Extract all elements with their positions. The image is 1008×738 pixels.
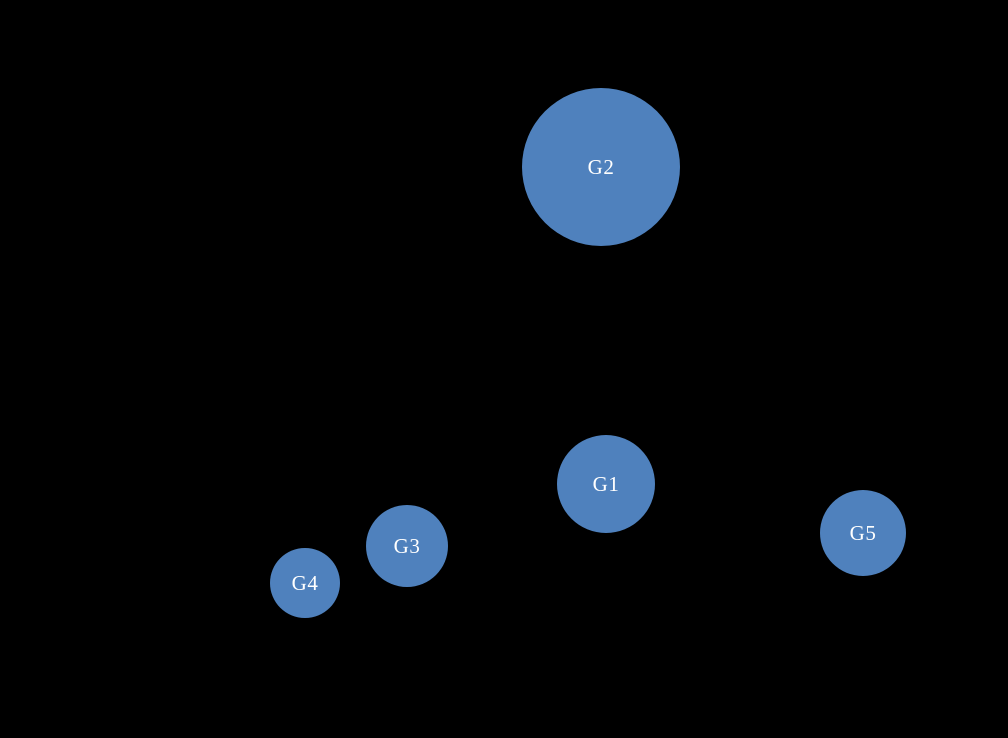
bubble-label-g4: G4 (291, 570, 319, 595)
bubble-g1: G1 (557, 435, 655, 533)
bubble-g4: G4 (270, 548, 340, 618)
bubble-g3: G3 (366, 505, 448, 587)
bubble-label-g5: G5 (849, 520, 877, 545)
bubble-label-g3: G3 (393, 533, 421, 558)
bubble-g2: G2 (522, 88, 680, 246)
bubble-label-g2: G2 (587, 154, 615, 179)
bubble-g5: G5 (820, 490, 906, 576)
bubble-label-g1: G1 (592, 471, 620, 496)
